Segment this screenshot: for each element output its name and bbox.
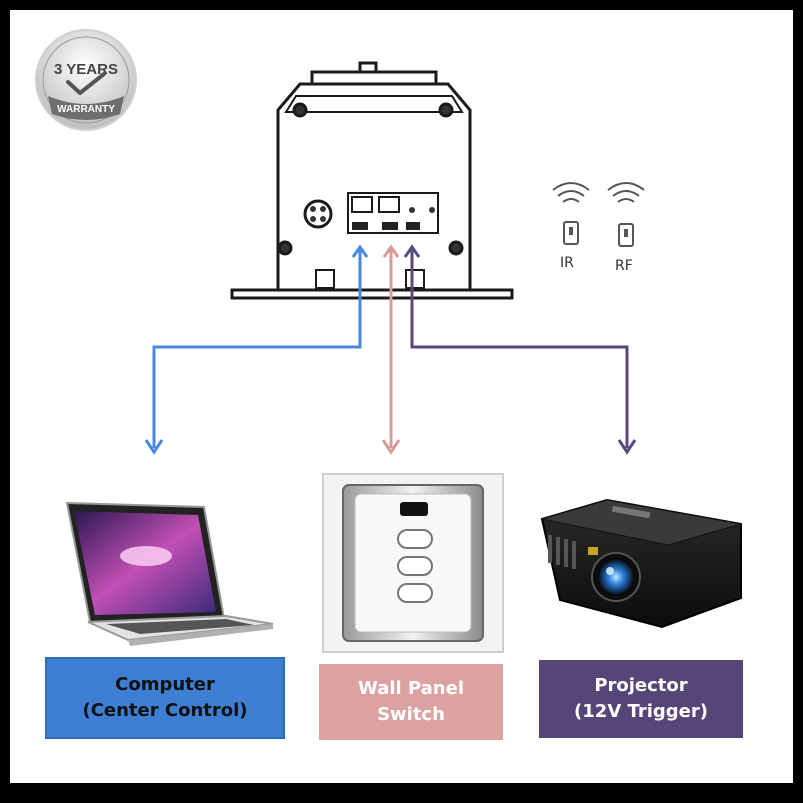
ir-label: IR: [560, 255, 574, 271]
computer-connection-arrow: [144, 244, 369, 455]
badge-warranty-text: WARRANTY: [57, 104, 115, 115]
computer-label-box: Computer (Center Control): [45, 657, 285, 739]
rf-remote-icon: [607, 182, 645, 247]
controller-box-icon: [230, 61, 514, 300]
wall-switch-icon: [322, 473, 504, 653]
badge-years-text: 3 YEARS: [54, 61, 118, 78]
projector-label-box: Projector (12V Trigger): [539, 660, 743, 738]
wall-connection-arrow: [381, 244, 401, 455]
badge-check-icon: [66, 72, 106, 95]
rf-label: RF: [615, 258, 633, 274]
laptop-icon: [65, 501, 274, 646]
ir-remote-icon: [552, 182, 590, 245]
projector-icon: [540, 498, 742, 629]
projector-connection-arrow: [403, 244, 637, 455]
projector-label: Projector (12V Trigger): [574, 675, 708, 722]
warranty-badge-icon: 3 YEARS WARRANTY: [35, 29, 137, 131]
computer-label: Computer (Center Control): [82, 674, 248, 721]
wall-panel-label: Wall Panel Switch: [357, 678, 464, 725]
wall-panel-label-box: Wall Panel Switch: [319, 664, 503, 740]
